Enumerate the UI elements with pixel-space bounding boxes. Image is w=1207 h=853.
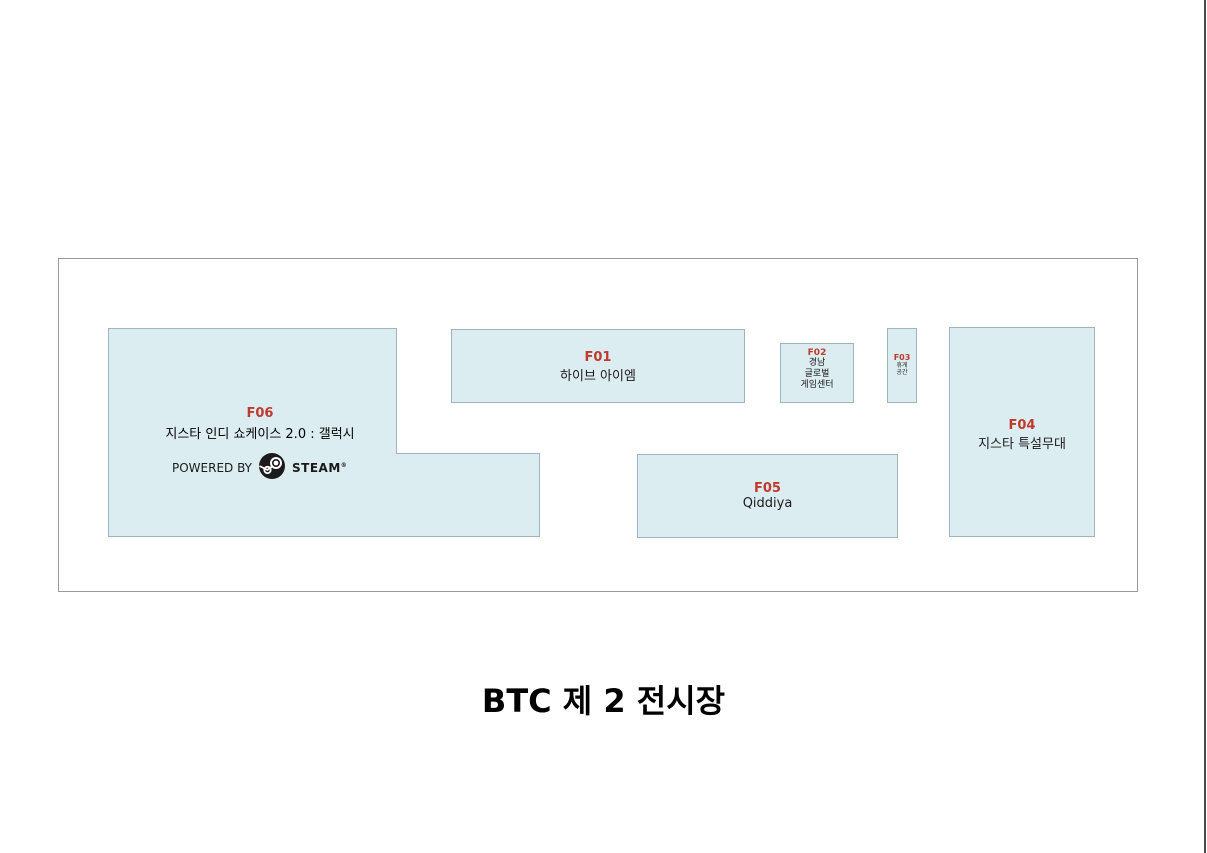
booth-f02[interactable]: F02 경남 글로벌 게임센터 — [780, 343, 854, 403]
booth-f03-label: F03 휴게 공간 — [888, 353, 916, 376]
booth-f06-extension[interactable] — [108, 453, 540, 537]
booth-f02-label: F02 경남 글로벌 게임센터 — [781, 348, 853, 391]
booth-name: Qiddiya — [742, 496, 793, 511]
booth-code: F03 — [893, 353, 911, 362]
booth-name-line: 휴게 — [896, 362, 908, 369]
booth-name-line: 공간 — [896, 369, 908, 376]
sponsor-badge: POWERED BY STEAM® — [172, 452, 347, 483]
hall-title: BTC 제 2 전시장 — [481, 682, 726, 720]
booth-f01-label: F01 하이브 아이엠 — [452, 350, 744, 384]
booth-f06-label: F06 지스타 인디 쇼케이스 2.0 : 갤럭시 — [108, 406, 412, 442]
booth-name: 하이브 아이엠 — [560, 369, 636, 384]
booth-f06-edge — [396, 453, 540, 454]
booth-f03[interactable]: F03 휴게 공간 — [887, 328, 917, 403]
booth-name-line: 게임센터 — [800, 380, 834, 390]
booth-code: F04 — [1008, 418, 1036, 433]
booth-name-line: 경남 — [808, 358, 826, 368]
booth-f01[interactable]: F01 하이브 아이엠 — [451, 329, 745, 403]
page-edge-rule — [1204, 0, 1206, 853]
booth-f06-joint — [109, 452, 396, 455]
booth-f05[interactable]: F05 Qiddiya — [637, 454, 898, 538]
booth-name: 지스타 인디 쇼케이스 2.0 : 갤럭시 — [165, 427, 355, 442]
booth-code: F05 — [754, 481, 781, 496]
steam-logo-icon — [258, 452, 286, 483]
booth-name: 지스타 특설무대 — [978, 437, 1066, 452]
booth-code: F06 — [246, 406, 274, 421]
booth-code: F02 — [807, 348, 827, 358]
booth-f05-label: F05 Qiddiya — [638, 481, 897, 511]
sponsor-brand: STEAM® — [292, 460, 348, 475]
sponsor-prefix: POWERED BY — [172, 460, 253, 475]
booth-f04[interactable]: F04 지스타 특설무대 — [949, 327, 1095, 537]
booth-f04-label: F04 지스타 특설무대 — [950, 418, 1094, 452]
booth-name-line: 글로벌 — [804, 369, 830, 379]
booth-code: F01 — [584, 350, 612, 365]
